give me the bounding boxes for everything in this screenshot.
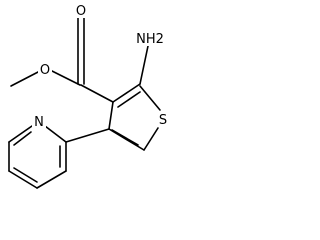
- bond-lines: [8, 16, 161, 189]
- bond-pyridine-c4-c3: [36, 170, 67, 189]
- bond-pyridine-c5-c4-inner: [13, 167, 38, 183]
- bond-thiophene-c2-s: [139, 85, 161, 111]
- bond-c4-pyridine: [65, 128, 110, 143]
- pyridine-nitrogen-label: N: [34, 115, 44, 130]
- bond-pyridine-n-c6-inner: [13, 131, 32, 146]
- bond-pyridine-c5-c4: [8, 170, 38, 189]
- bond-thiophene-c3-c2-inner: [117, 91, 141, 108]
- ester-carbonyl-oxygen-label: O: [76, 4, 86, 19]
- bond-thiophene-c5-c4-inner: [111, 129, 139, 146]
- bond-c2-amino: [139, 45, 149, 85]
- amino-group-label: NH2: [136, 32, 164, 47]
- atom-labels: O O NH2 S N: [32, 3, 170, 130]
- bond-carbonyl-c-ring-c3: [80, 84, 114, 103]
- ester-ether-oxygen-label: O: [40, 63, 50, 78]
- bond-thiophene-s-c5: [143, 127, 159, 151]
- thiophene-sulfur-label: S: [159, 113, 167, 128]
- bond-methyl-ether-o: [10, 70, 41, 87]
- bond-pyridine-n-c6: [8, 125, 33, 143]
- bond-pyridine-c2-n: [44, 125, 67, 143]
- bond-thiophene-c3-c2: [112, 83, 141, 103]
- bond-ether-o-carbonyl-c: [49, 69, 81, 86]
- methyl-2-amino-4-pyridinyl-thiophene-3-carboxylate-structure: O O NH2 S N: [8, 3, 170, 189]
- bond-thiophene-c4-c3: [108, 101, 114, 130]
